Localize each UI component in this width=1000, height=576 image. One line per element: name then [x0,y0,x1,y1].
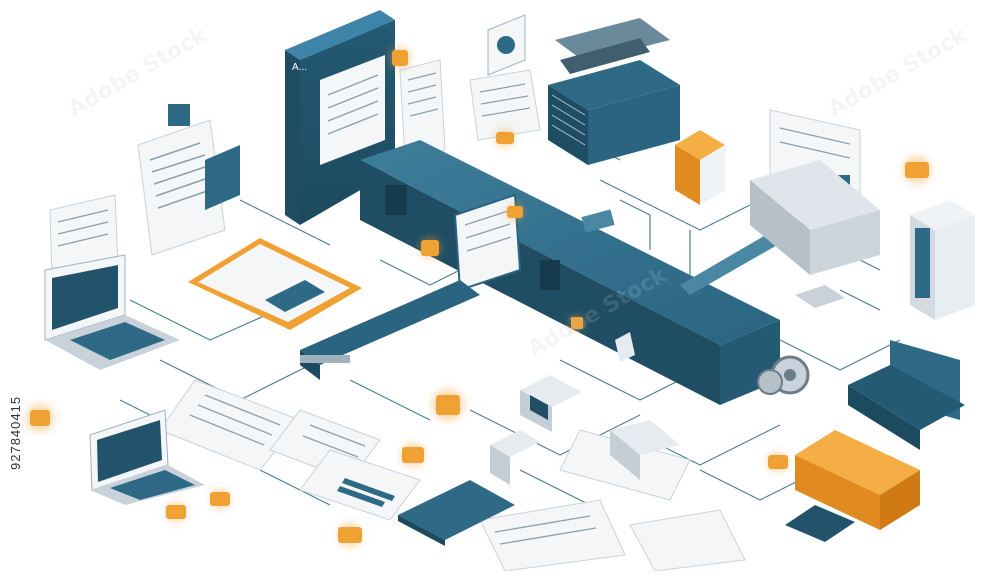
server-tower-right [910,200,975,320]
laptop-bottom-left [89,409,205,505]
tablet-bottom-right [785,505,855,542]
server-box-right [750,160,880,275]
server-label: A... [292,62,307,73]
document-bottom-far-right [629,509,746,572]
tablet-bottom [398,480,515,546]
small-devices [490,285,845,485]
document-bottom-right [479,499,626,572]
datacenter-rack [548,18,680,165]
orange-box [795,430,920,530]
laptop-left [44,254,180,370]
conveyor-machine [300,140,812,405]
document-top [399,59,446,161]
monitor-right [848,340,965,450]
document-top-mid [469,69,541,141]
document-bottom-left [159,379,301,471]
documents [49,59,861,572]
floating-icons [168,14,615,233]
document-bottom-center [299,449,421,521]
orange-tags [26,47,931,547]
orange-tray [188,238,362,330]
stock-id-label: 927840415 [8,395,23,470]
document-left-top [137,119,226,256]
orange-crate [675,130,725,205]
